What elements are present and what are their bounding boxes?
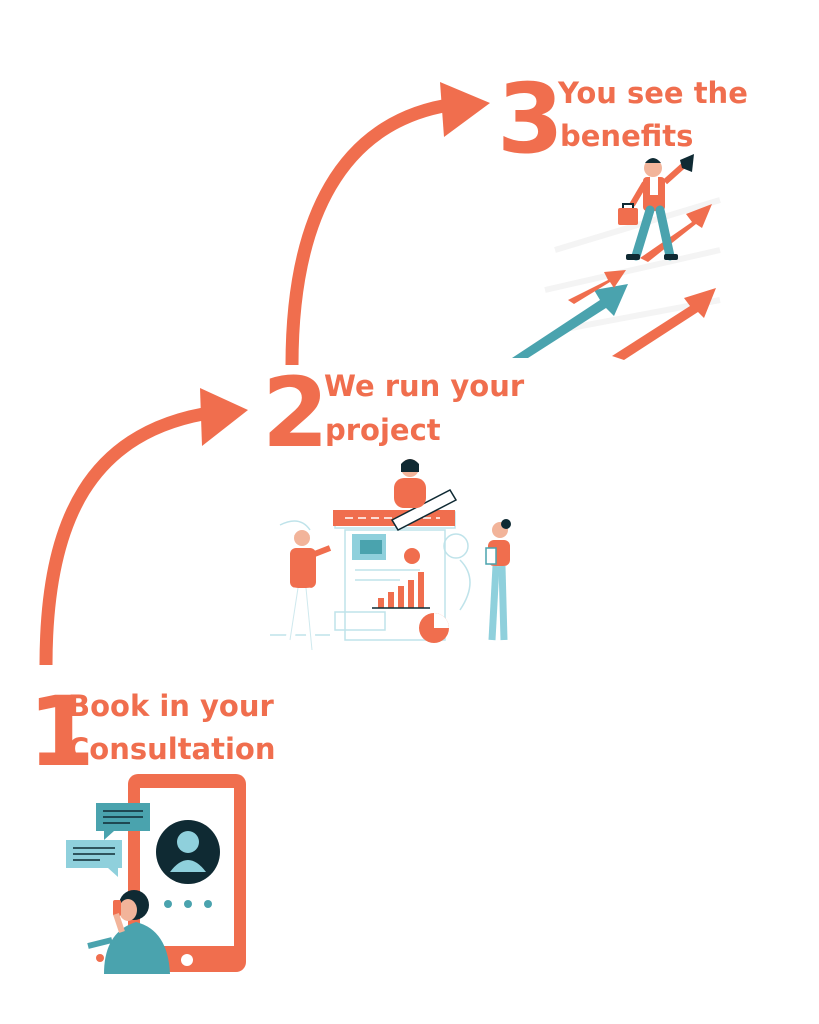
- step-1-line2: Consultation: [68, 732, 276, 766]
- phone-consultation-illustration: [66, 774, 246, 974]
- step-1-line1: Book in your: [68, 689, 274, 723]
- step-2-line2: project: [325, 413, 441, 447]
- step-3-line1: You see the: [557, 76, 748, 110]
- chat-bubble-icon: [96, 803, 150, 840]
- arrow-2-to-3: [285, 82, 490, 366]
- step-2-number: 2: [262, 357, 329, 469]
- step-3-number: 3: [497, 63, 564, 175]
- step-1-number: 1: [28, 676, 95, 788]
- step-1: 1 Book in your Consultation: [28, 676, 276, 788]
- project-team-illustration: [270, 459, 511, 651]
- woman-on-phone: [87, 890, 170, 974]
- step-2: 2 We run your project: [262, 357, 525, 469]
- step-3-line2: benefits: [560, 119, 693, 153]
- bar-chart-icon: [378, 572, 424, 608]
- arrow-1-to-2: [39, 388, 248, 666]
- chat-bubble-icon: [66, 840, 122, 877]
- growth-arrows-illustration: [512, 154, 721, 360]
- avatar-icon: [156, 820, 220, 884]
- step-2-line1: We run your: [324, 369, 525, 403]
- businessman-figure: [618, 154, 694, 261]
- step-3: 3 You see the benefits: [497, 63, 748, 175]
